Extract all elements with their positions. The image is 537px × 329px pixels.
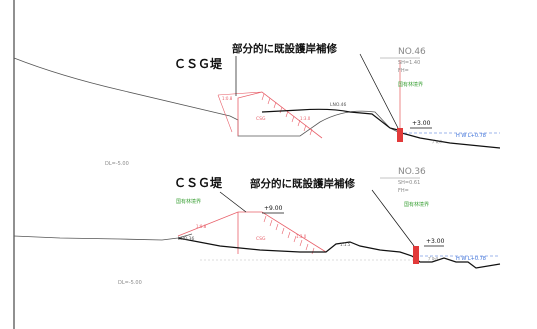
upper-meta-2: FH=	[398, 68, 409, 74]
upper-hwl-label: H W L+0.78	[456, 133, 486, 139]
lower-datum-label: DL=-5.00	[118, 280, 142, 286]
lower-hwl-label: H W L+0.78	[456, 256, 486, 262]
lower-meta-1: SH=0.61	[398, 180, 420, 186]
upper-csg-outline	[237, 91, 323, 139]
lower-slope-b: 1:3.0	[296, 234, 307, 239]
upper-river-bed	[397, 131, 501, 149]
lower-slope-c: 1:1.5	[340, 242, 351, 247]
upper-section: NO.46 SH=1.40 FH= 国有林境界 +3.00 H W L+0.78…	[13, 42, 501, 167]
upper-station-label: NO.46	[398, 47, 426, 57]
upper-meta-1: SH=1.40	[398, 60, 420, 66]
upper-crest-value: +3.00	[412, 120, 431, 127]
lower-terrain-line	[13, 233, 193, 241]
upper-csg-left-slope	[217, 94, 233, 133]
upper-block-label: ﾌﾞﾛｯｸ	[432, 138, 442, 144]
lower-boundary-left: 国有林境界	[176, 198, 201, 205]
lower-repair-marker	[413, 246, 419, 264]
upper-ground-label: LNO.46	[330, 102, 347, 108]
lower-csg-title: ＣＳＧ堤	[174, 175, 223, 190]
upper-csg-tag: CSG	[256, 116, 266, 122]
lower-right-value: +3.00	[426, 238, 445, 245]
lower-design-line	[177, 237, 501, 269]
lower-block-label: ﾌﾞﾛｯｸ	[428, 255, 438, 261]
upper-design-line	[261, 108, 399, 131]
lower-crest-value: +9.00	[264, 205, 283, 212]
lower-repair-leader	[371, 189, 415, 247]
upper-repair-leader	[359, 53, 399, 129]
upper-terrain-line	[13, 57, 399, 137]
upper-slope-b: 1:3.0	[300, 116, 311, 121]
upper-boundary-label: 国有林境界	[398, 81, 423, 88]
lower-repair-title: 部分的に既設護岸補修	[250, 177, 355, 190]
upper-csg-top	[217, 91, 263, 96]
lower-slope-a: 1:0.8	[196, 224, 207, 229]
lower-station-label: NO.36	[398, 167, 426, 177]
upper-csg-title: ＣＳＧ堤	[174, 56, 223, 71]
lower-csg-tag: CSG	[256, 236, 266, 242]
upper-slope-a: 1:0.8	[222, 96, 233, 101]
lower-boundary-right: 国有林境界	[404, 201, 429, 208]
lower-csg-leader	[219, 191, 247, 213]
upper-repair-title: 部分的に既設護岸補修	[232, 42, 337, 55]
upper-slope-hatch	[261, 93, 313, 136]
lower-csg-outline	[177, 211, 327, 253]
lower-slope-hatch	[263, 215, 315, 255]
upper-datum-label: DL=-5.00	[105, 161, 129, 167]
lower-section: NO.36 SH=0.61 FH= 国有林境界 国有林境界 +9.00 +3.0…	[13, 167, 501, 286]
lower-meta-2: FH=	[398, 188, 409, 194]
lower-ground-label: LNO.36	[178, 236, 195, 242]
